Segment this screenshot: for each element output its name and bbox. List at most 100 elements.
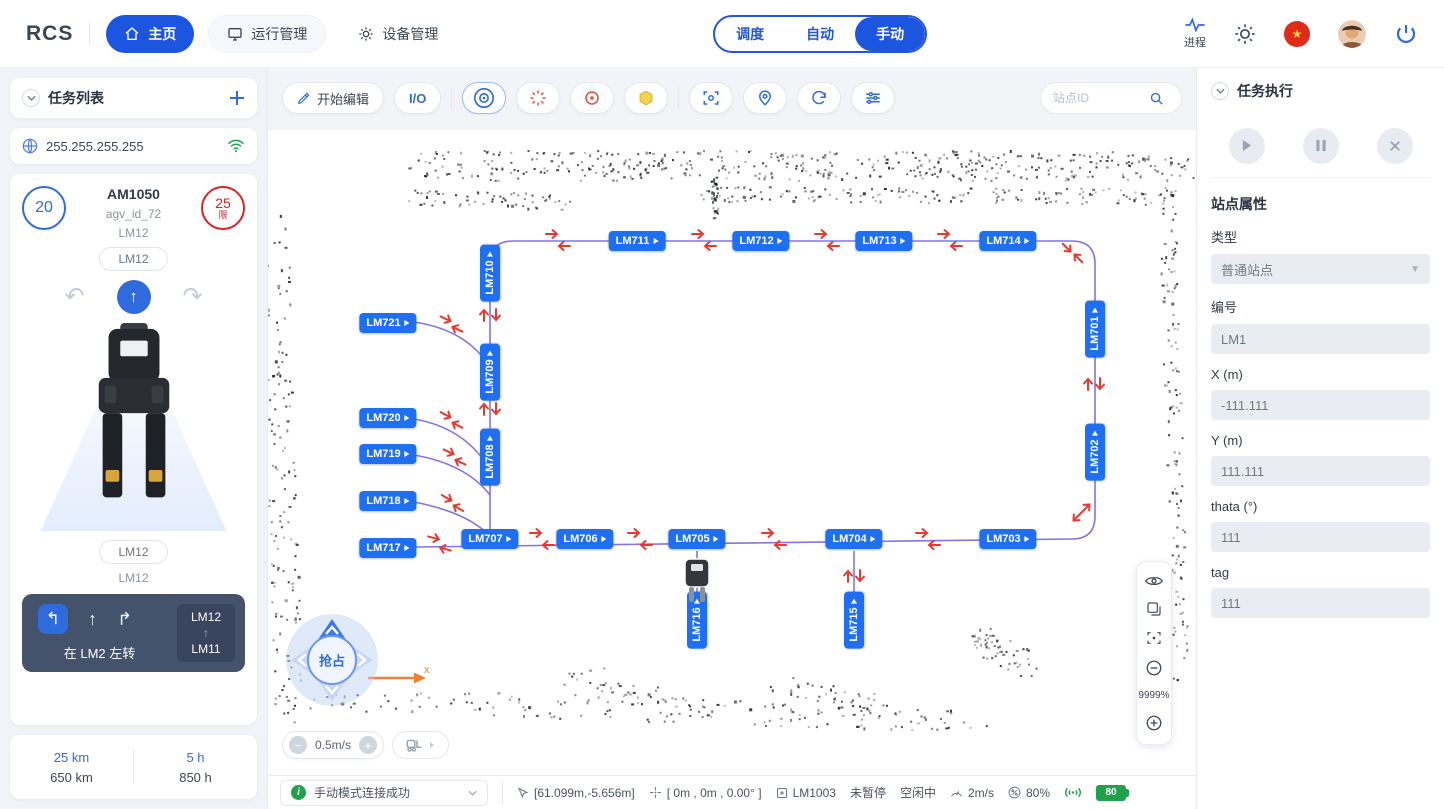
locate-button[interactable] bbox=[1146, 630, 1162, 646]
crosshair-icon bbox=[649, 787, 661, 798]
station-LM704[interactable]: LM704 bbox=[825, 529, 883, 549]
mode-manual[interactable]: 手动 bbox=[855, 16, 926, 51]
route-from: LM12 bbox=[190, 610, 222, 624]
mode-auto[interactable]: 自动 bbox=[806, 25, 835, 42]
task-execution-panel: 任务执行 站点属性 类型 普通站点 ▼ 编号 X (m) bbox=[1196, 68, 1444, 809]
speed-state: 2m/s bbox=[950, 786, 994, 800]
type-select[interactable]: 普通站点 ▼ bbox=[1211, 254, 1430, 284]
station-LM708[interactable]: LM708 bbox=[480, 428, 500, 486]
tag-input[interactable] bbox=[1221, 595, 1420, 611]
wifi-icon bbox=[227, 139, 245, 153]
status-bar: i 手动模式连接成功 [61.099m,-5.656m] [ 0m , 0m ,… bbox=[268, 775, 1196, 809]
field-type: 类型 普通站点 ▼ bbox=[1211, 227, 1430, 284]
forward-button[interactable]: ↑ bbox=[116, 280, 151, 314]
pause-button[interactable] bbox=[1302, 127, 1339, 164]
fork-control-button[interactable] bbox=[392, 731, 449, 759]
joystick[interactable]: 抢占 bbox=[284, 612, 380, 708]
station-LM709[interactable]: LM709 bbox=[480, 343, 500, 401]
reflector-button[interactable] bbox=[570, 82, 615, 114]
nav-item-device[interactable]: 设备管理 bbox=[340, 15, 456, 53]
user-avatar[interactable] bbox=[1338, 19, 1366, 48]
station-LM705[interactable]: LM705 bbox=[668, 529, 726, 549]
speed-plus-button[interactable]: + bbox=[359, 736, 378, 754]
layers-button[interactable] bbox=[1146, 601, 1162, 617]
robot-connection-card[interactable]: 255.255.255.255 bbox=[10, 128, 257, 164]
search-icon[interactable] bbox=[1149, 91, 1164, 106]
agv-layer-button[interactable] bbox=[462, 82, 507, 114]
scan-button[interactable] bbox=[689, 82, 734, 114]
station-caret-icon bbox=[777, 238, 783, 244]
filter-sliders-button[interactable] bbox=[851, 82, 896, 114]
station-LM719[interactable]: LM719 bbox=[359, 444, 417, 464]
collapse-chevron-icon[interactable] bbox=[1211, 82, 1229, 100]
io-button[interactable]: I/O bbox=[394, 82, 442, 114]
vehicle-info: AM1050 agv_id_72 LM12 bbox=[106, 186, 161, 240]
field-theta: thata (°) bbox=[1211, 499, 1430, 552]
vehicle-station: LM12 bbox=[118, 226, 149, 240]
current-station: LM1003 bbox=[776, 786, 836, 800]
divider bbox=[451, 87, 453, 109]
station-caret-icon bbox=[851, 598, 857, 604]
y-input[interactable] bbox=[1221, 463, 1420, 479]
station-LM711[interactable]: LM711 bbox=[608, 231, 666, 251]
refresh-button[interactable] bbox=[797, 82, 842, 114]
connection-message-dropdown[interactable]: i 手动模式连接成功 bbox=[280, 779, 488, 806]
station-LM720[interactable]: LM720 bbox=[359, 408, 417, 428]
theme-sun-icon[interactable] bbox=[1234, 23, 1256, 45]
straight-icon: ↑ bbox=[88, 608, 97, 629]
zoom-out-button[interactable] bbox=[1145, 659, 1163, 677]
hexagon-layer-button[interactable] bbox=[624, 82, 669, 114]
pin-button[interactable] bbox=[743, 82, 788, 114]
station-LM702[interactable]: LM702 bbox=[1085, 423, 1105, 481]
task-list-panel: 任务列表 255.255.255.255 20 AM1050 agv_id_72… bbox=[0, 68, 268, 809]
station-LM706[interactable]: LM706 bbox=[556, 529, 614, 549]
station-caret-icon bbox=[1092, 430, 1098, 436]
undo-icon[interactable]: ↶ bbox=[64, 283, 85, 310]
mode-dispatch[interactable]: 调度 bbox=[736, 25, 765, 42]
agv-robot-marker[interactable] bbox=[682, 558, 712, 604]
laser-points-button[interactable] bbox=[516, 82, 561, 114]
station-caret-icon bbox=[404, 320, 410, 326]
station-LM712[interactable]: LM712 bbox=[732, 231, 790, 251]
nav-item-home[interactable]: 主页 bbox=[106, 14, 195, 53]
collapse-chevron-icon[interactable] bbox=[22, 89, 40, 107]
theta-input[interactable] bbox=[1221, 529, 1420, 545]
station-LM721[interactable]: LM721 bbox=[359, 313, 417, 333]
visibility-eye-button[interactable] bbox=[1145, 574, 1163, 588]
start-edit-button[interactable]: 开始编辑 bbox=[282, 82, 385, 114]
station-LM713[interactable]: LM713 bbox=[855, 231, 913, 251]
station-LM715[interactable]: LM715 bbox=[844, 591, 864, 649]
station-caret-icon bbox=[1024, 536, 1030, 542]
task-execution-title: 任务执行 bbox=[1237, 83, 1293, 99]
station-square-icon bbox=[776, 787, 787, 798]
play-button[interactable] bbox=[1228, 127, 1265, 164]
station-search-input[interactable] bbox=[1053, 91, 1143, 105]
add-task-button[interactable] bbox=[229, 90, 245, 106]
robot-ip: 255.255.255.255 bbox=[46, 138, 144, 154]
redo-icon[interactable]: ↷ bbox=[182, 283, 203, 310]
divider bbox=[89, 22, 91, 45]
station-LM703[interactable]: LM703 bbox=[979, 529, 1037, 549]
number-input[interactable] bbox=[1221, 331, 1420, 347]
station-LM717[interactable]: LM717 bbox=[359, 538, 417, 558]
nav-item-operation[interactable]: 运行管理 bbox=[208, 14, 327, 53]
station-caret-icon bbox=[404, 415, 410, 421]
speed-minus-button[interactable]: − bbox=[289, 736, 307, 754]
x-input[interactable] bbox=[1221, 397, 1420, 413]
language-flag-icon[interactable]: ★ bbox=[1284, 20, 1310, 47]
station-LM707[interactable]: LM707 bbox=[461, 529, 519, 549]
zoom-in-button[interactable] bbox=[1145, 714, 1163, 732]
power-button[interactable] bbox=[1394, 22, 1418, 46]
stop-button[interactable] bbox=[1376, 127, 1413, 164]
station-caret-icon bbox=[653, 238, 659, 244]
route-up-icon: ↑ bbox=[203, 626, 209, 640]
forklift-image bbox=[98, 322, 169, 498]
station-LM710[interactable]: LM710 bbox=[480, 244, 500, 302]
process-button[interactable]: 进程 bbox=[1184, 17, 1206, 50]
speed-circle: 20 bbox=[22, 186, 66, 230]
turn-left-button[interactable]: ↰ bbox=[38, 604, 68, 634]
station-LM718[interactable]: LM718 bbox=[359, 491, 417, 511]
station-LM714[interactable]: LM714 bbox=[979, 231, 1037, 251]
station-LM701[interactable]: LM701 bbox=[1085, 300, 1105, 358]
